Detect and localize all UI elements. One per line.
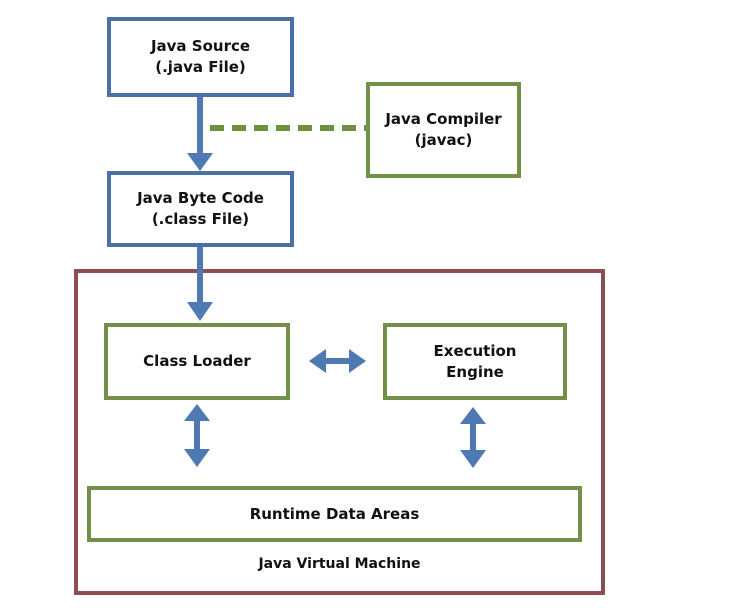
- class-loader-label: Class Loader: [143, 352, 251, 370]
- execution-engine-title: Execution: [433, 341, 517, 360]
- java-source-box: Java Source (.java File): [107, 17, 294, 97]
- class-loader-box: Class Loader: [104, 323, 290, 400]
- jvm-label: Java Virtual Machine: [258, 556, 421, 572]
- execution-engine-subtitle: Engine: [446, 362, 504, 381]
- java-source-title: Java Source: [150, 37, 251, 55]
- java-compiler-subtitle: (javac): [414, 131, 473, 149]
- arrow-source-to-bytecode: [187, 97, 213, 171]
- byte-code-box: Java Byte Code (.class File): [107, 171, 294, 247]
- java-source-subtitle: (.java File): [155, 58, 246, 76]
- arrow-bytecode-to-classloader: [187, 247, 213, 321]
- runtime-data-areas-box: Runtime Data Areas: [87, 486, 582, 542]
- runtime-data-areas-label: Runtime Data Areas: [249, 504, 420, 523]
- java-compiler-title: Java Compiler: [385, 110, 502, 128]
- byte-code-title: Java Byte Code: [137, 189, 264, 207]
- execution-engine-box: Execution Engine: [383, 323, 567, 400]
- byte-code-subtitle: (.class File): [151, 210, 250, 228]
- java-compiler-box: Java Compiler (javac): [366, 82, 521, 178]
- jvm-container: [74, 269, 605, 595]
- arrow-classloader-execution-bidirectional: [309, 349, 366, 373]
- arrow-execution-runtime-bidirectional: [460, 407, 486, 468]
- arrow-classloader-runtime-bidirectional: [184, 404, 210, 467]
